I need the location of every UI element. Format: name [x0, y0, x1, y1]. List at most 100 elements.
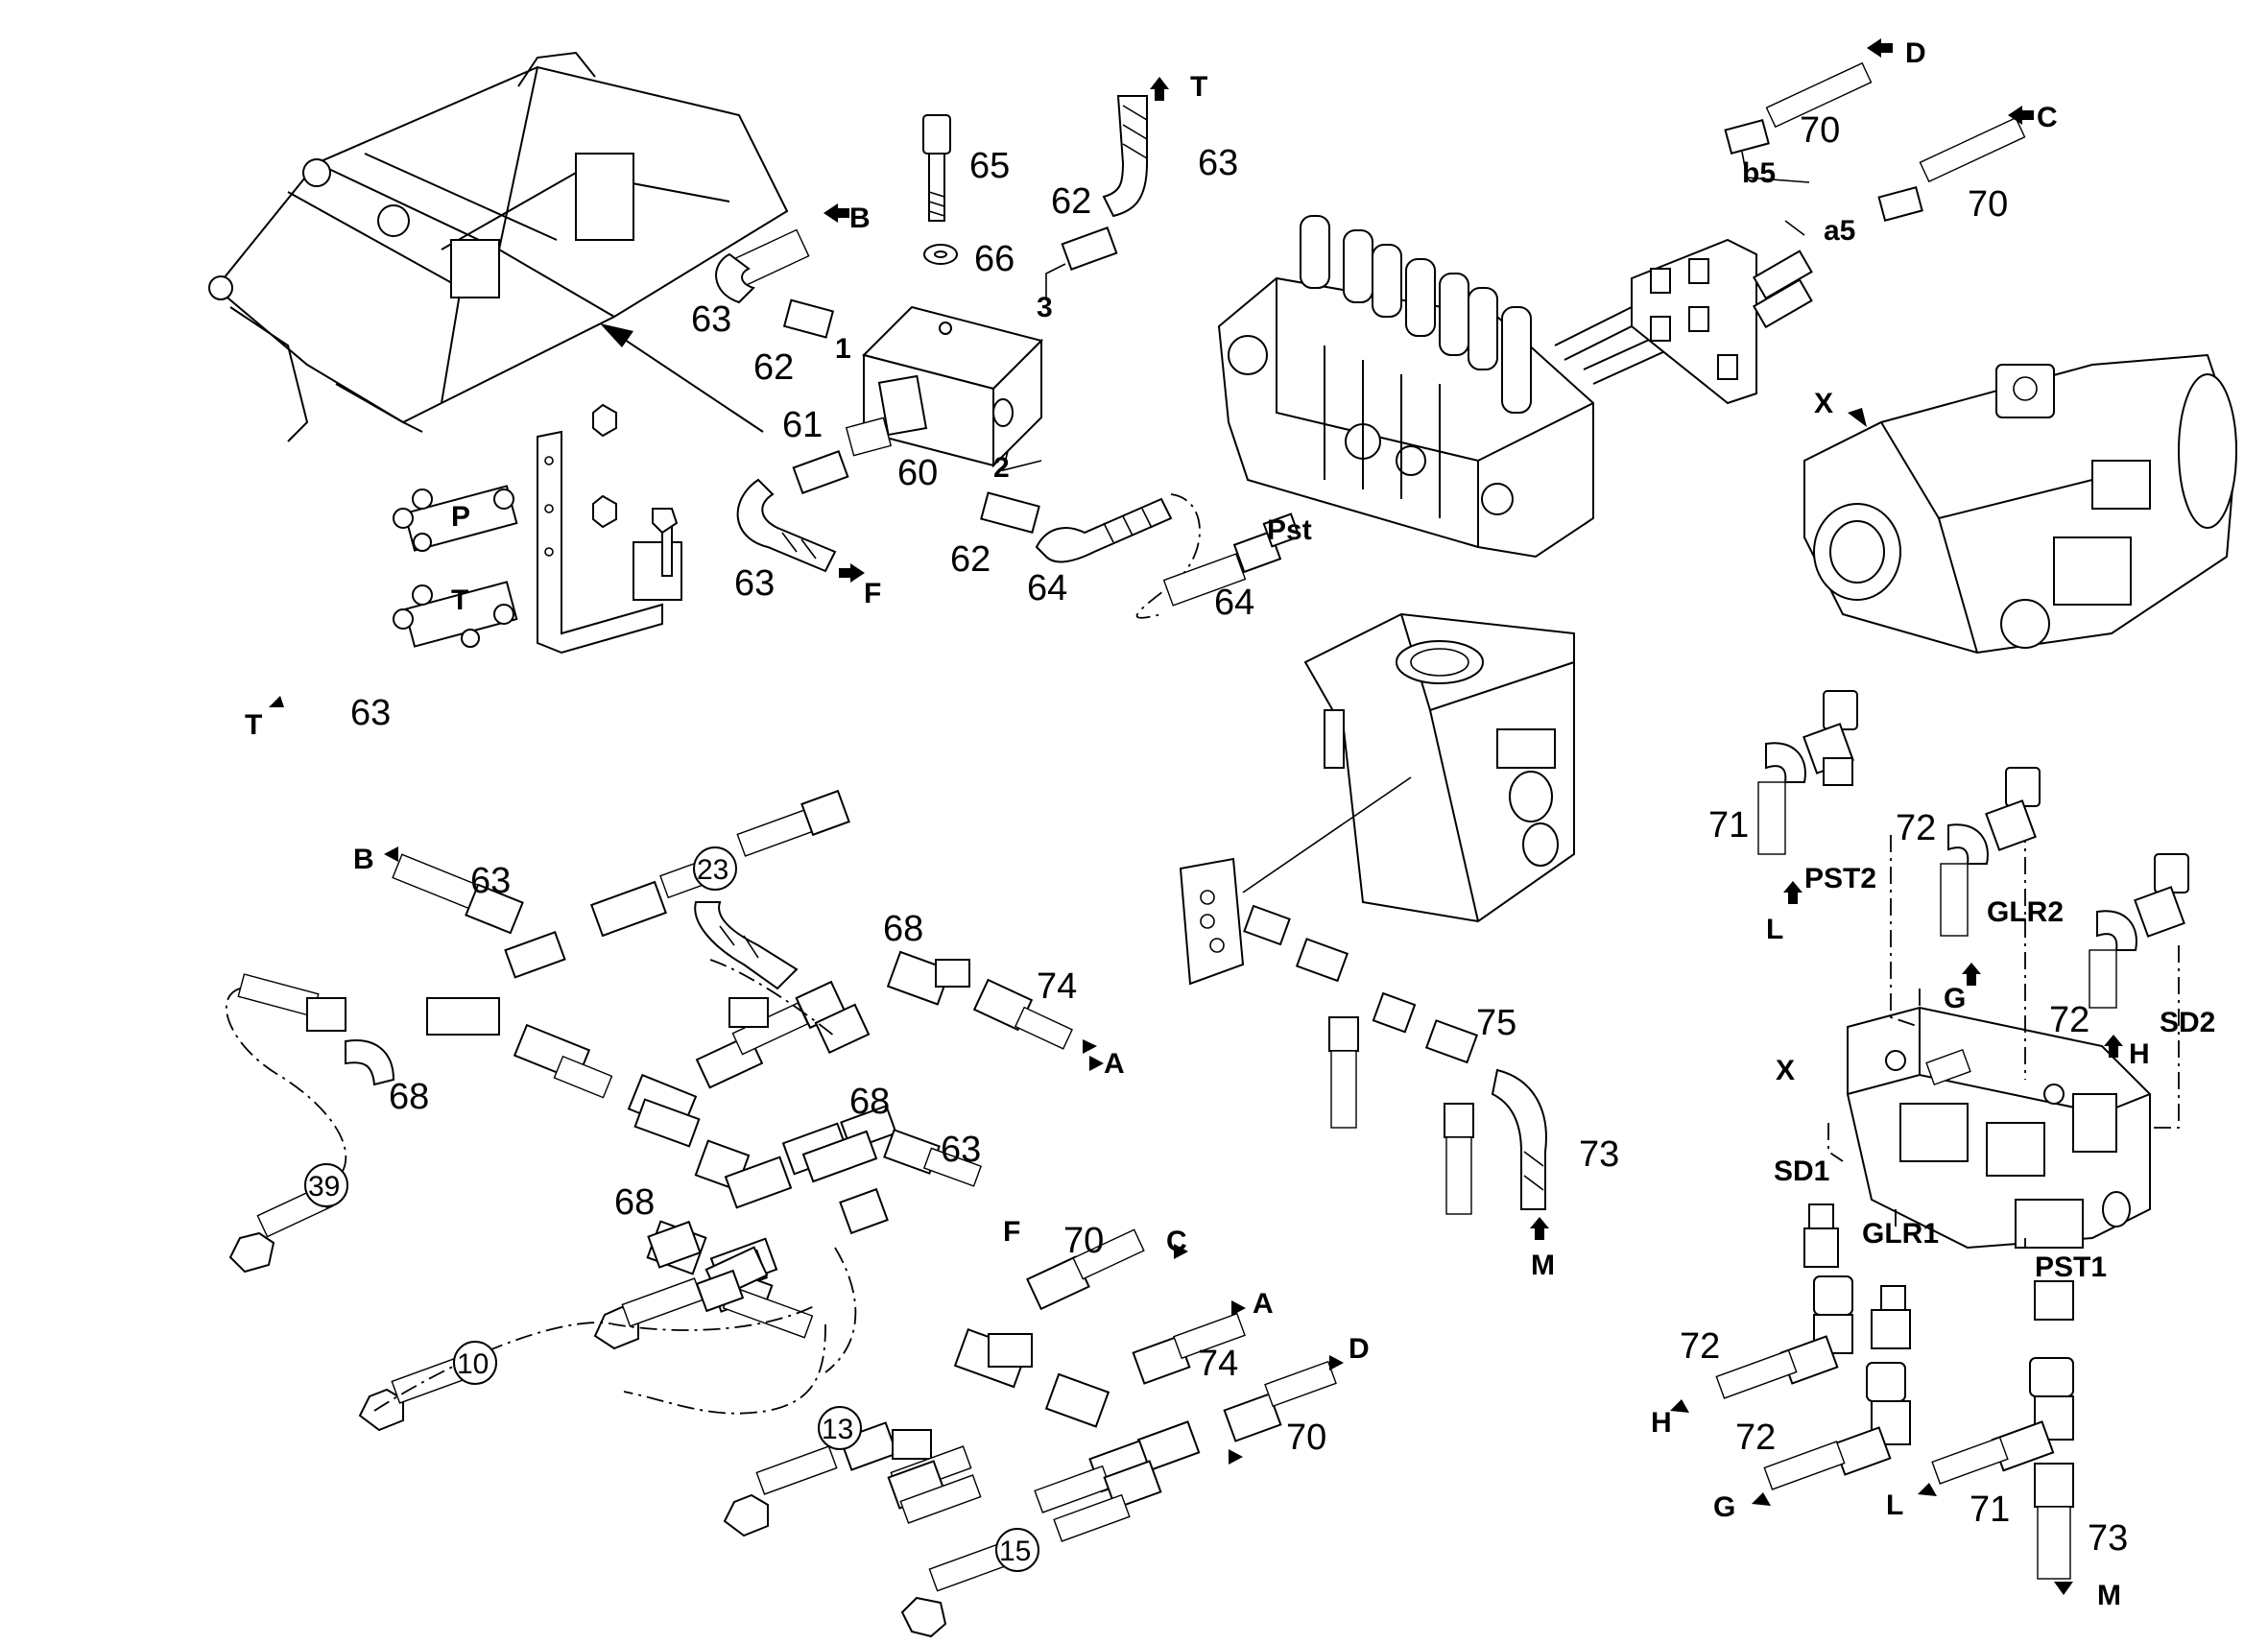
part-70-a: 70 [1800, 110, 1840, 151]
part-66: 66 [974, 239, 1015, 279]
flow-arrows [269, 38, 2123, 1595]
circled-ref-13: 13 [822, 1414, 853, 1445]
part-75: 75 [1476, 1003, 1516, 1043]
lower-fitting-assembly-drawing [228, 789, 1337, 1638]
port-sd2: SD2 [2160, 1007, 2215, 1038]
conn-d-1: D [1905, 37, 1926, 69]
part-68-b: 68 [883, 909, 923, 949]
manifold-block-drawing [845, 305, 1043, 468]
conn-g-1: G [1944, 983, 1966, 1014]
part-60: 60 [897, 453, 938, 493]
detail-x-lower-fittings [1715, 1203, 2074, 1580]
part-72-a: 72 [1896, 808, 1936, 848]
port-pst1: PST1 [2035, 1251, 2107, 1283]
circle-ref-10-marker [453, 1341, 497, 1385]
conn-h-2: H [1651, 1407, 1672, 1439]
circled-ref-23: 23 [697, 854, 728, 886]
hose-64-drawing [1162, 512, 1301, 607]
detail-x-drawing [1847, 1006, 2151, 1250]
conn-t-1: T [1190, 71, 1207, 103]
part-63-d: 63 [350, 693, 391, 733]
circled-ref-39: 39 [308, 1171, 340, 1203]
frame-leader-arrow [604, 325, 764, 433]
port-pst: Pst [1267, 514, 1312, 546]
conn-a-1: A [1104, 1048, 1125, 1080]
part-63-e: 63 [470, 861, 511, 901]
part-74-a: 74 [1037, 966, 1077, 1007]
leader-a5 [1784, 220, 1805, 236]
part-73-a: 73 [1579, 1134, 1619, 1175]
view-x-label: X [1814, 388, 1833, 419]
conn-m-2: M [2097, 1580, 2121, 1611]
conn-f-1: F [864, 578, 881, 609]
detail-x-label: X [1776, 1055, 1795, 1086]
part-63-b: 63 [1198, 143, 1238, 183]
chassis-frame-drawing [208, 51, 789, 442]
part-73-b: 73 [2088, 1518, 2128, 1559]
circle-ref-13-marker [818, 1406, 862, 1450]
part-74-b: 74 [1198, 1344, 1238, 1384]
port-2: 2 [993, 452, 1010, 484]
conn-f-2: F [1003, 1216, 1020, 1248]
leader-b5 [1741, 151, 1810, 183]
control-valve-bank-drawing [1217, 215, 1594, 559]
conn-a-2: A [1253, 1288, 1274, 1320]
part-63-f: 63 [941, 1130, 981, 1170]
circled-ref-15: 15 [999, 1536, 1031, 1567]
port-p: P [451, 501, 470, 533]
distribution-block-drawing [1554, 238, 1813, 405]
part-62-a: 62 [753, 347, 794, 388]
conn-g-2: G [1713, 1491, 1735, 1523]
bolt-65-drawing [922, 114, 951, 222]
port-a5: a5 [1824, 215, 1855, 247]
conn-d-2: D [1349, 1333, 1370, 1365]
detail-x-dash-lines [1827, 825, 2180, 1249]
flange-plate-drawing [1179, 857, 1245, 986]
part-64-a: 64 [1027, 568, 1067, 608]
part-70-c: 70 [1063, 1221, 1104, 1261]
hydraulic-pump-drawing [1803, 353, 2238, 655]
hose-64-dash [1135, 493, 1201, 619]
conn-c-2: C [1166, 1226, 1187, 1257]
port-1: 1 [835, 333, 851, 365]
mounting-bracket-drawing [393, 403, 682, 655]
part-61: 61 [782, 405, 823, 445]
part-65: 65 [969, 146, 1010, 186]
conn-b-1: B [849, 203, 871, 234]
part-68-c: 68 [849, 1082, 890, 1122]
leader-2 [1001, 450, 1042, 472]
port-glr1: GLR1 [1862, 1218, 1939, 1250]
circle-ref-15-marker [995, 1528, 1039, 1572]
leader-arrowhead [600, 323, 633, 347]
port-pst2: PST2 [1804, 863, 1876, 894]
part-62-b: 62 [1051, 181, 1091, 222]
part-70-d: 70 [1286, 1418, 1326, 1458]
part-68-a: 68 [389, 1077, 429, 1117]
conn-h-1: H [2129, 1038, 2150, 1070]
detail-x-upper-fittings [1757, 690, 2189, 1009]
conn-c-1: C [2037, 102, 2058, 133]
tank-block-drawing [1303, 612, 1575, 923]
circle-ref-23-marker [693, 846, 737, 891]
conn-t-2: T [245, 709, 262, 741]
conn-b-2: B [353, 844, 374, 875]
port-sd1: SD1 [1774, 1156, 1829, 1187]
port-b5: b5 [1742, 157, 1776, 189]
conn-m-1: M [1531, 1250, 1555, 1281]
part-70-b: 70 [1968, 184, 2008, 225]
part-72-c: 72 [1680, 1326, 1720, 1367]
part-63-a: 63 [691, 299, 731, 340]
conn-l-2: L [1886, 1489, 1903, 1521]
circle-ref-39-marker [304, 1163, 348, 1207]
circled-ref-group [304, 846, 1039, 1572]
port-glr2: GLR2 [1987, 896, 2064, 928]
part-62-c: 62 [950, 539, 991, 580]
manifold-fittings [715, 95, 1173, 573]
circled-ref-10: 10 [457, 1348, 489, 1380]
leader-3 [1045, 263, 1066, 298]
fitting-chain-75-drawing [1243, 904, 1547, 1215]
washer-66-hole [934, 250, 947, 258]
conn-l-1: L [1766, 914, 1783, 945]
part-63-c: 63 [734, 563, 775, 604]
